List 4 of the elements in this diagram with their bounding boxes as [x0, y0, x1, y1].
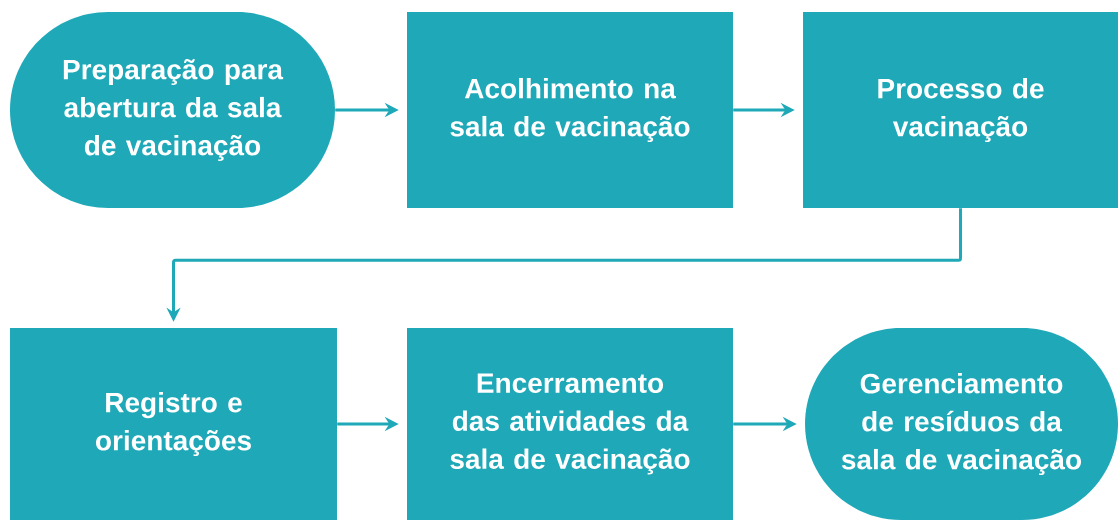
process-box: Acolhimento na sala de vacinação [407, 12, 733, 208]
process-box: Registro e orientações [10, 328, 337, 520]
process-box: Processo de vacinação [803, 12, 1118, 208]
process-box: Encerramento das atividades da sala de vacinação [407, 328, 733, 520]
